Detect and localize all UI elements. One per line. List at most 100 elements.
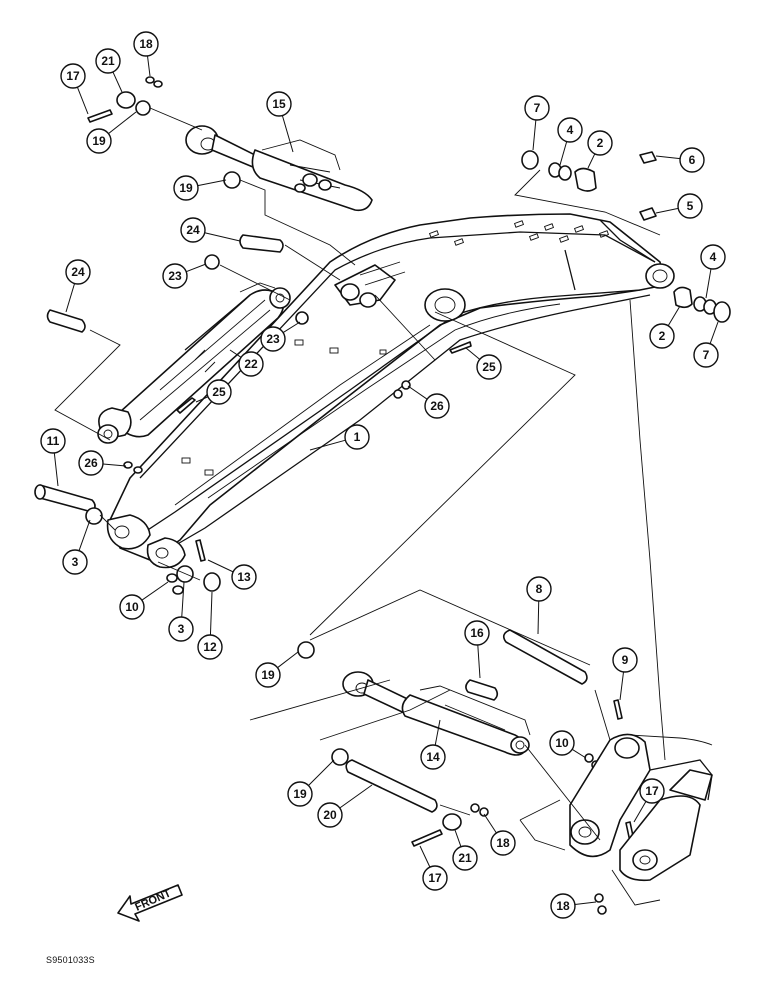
callout-circle — [677, 193, 703, 219]
callout-label: 7 — [534, 101, 541, 115]
callout-21-bottom: 21 — [452, 829, 478, 871]
callout-4-right: 4 — [700, 244, 726, 299]
callout-leader — [229, 349, 242, 358]
callout-9: 9 — [612, 647, 638, 701]
callout-circle — [557, 117, 583, 143]
callout-10-left: 10 — [119, 581, 169, 620]
callout-circle — [206, 379, 232, 405]
callout-13: 13 — [207, 559, 257, 590]
callout-leader — [537, 600, 540, 635]
callout-circle — [550, 893, 576, 919]
callout-25-mid: 25 — [465, 347, 502, 380]
callout-14: 14 — [420, 719, 446, 770]
callout-circle — [452, 845, 478, 871]
callout-17-bottom: 17 — [419, 845, 448, 891]
callout-3-left: 3 — [62, 519, 91, 575]
callout-label: 3 — [178, 622, 185, 636]
callout-19-lower: 19 — [255, 651, 299, 688]
callout-circle — [317, 802, 343, 828]
callout-leader — [655, 207, 679, 214]
callout-circle — [65, 259, 91, 285]
callout-3-bottom: 3 — [168, 581, 194, 642]
callout-circle — [78, 450, 104, 476]
callout-label: 16 — [470, 626, 484, 640]
callout-19-mid: 19 — [173, 175, 227, 201]
callout-17-top: 17 — [60, 63, 89, 115]
callout-leader — [78, 519, 91, 551]
callout-20: 20 — [317, 784, 373, 828]
callout-leader — [141, 581, 169, 601]
callout-2-top: 2 — [587, 130, 613, 169]
cylinder-14 — [342, 671, 531, 756]
callout-leader — [108, 111, 137, 134]
callout-label: 23 — [266, 332, 280, 346]
callout-label: 14 — [426, 750, 440, 764]
callout-leader — [633, 801, 647, 823]
callout-circle — [693, 342, 719, 368]
callout-circle — [422, 865, 448, 891]
callout-circle — [260, 326, 286, 352]
callout-circle — [679, 147, 705, 173]
cylinder-22 — [97, 282, 291, 444]
front-arrow: FRONT — [117, 884, 183, 922]
callout-leader — [339, 784, 373, 809]
callout-leader — [102, 463, 127, 467]
callout-circle — [526, 576, 552, 602]
callout-label: 25 — [482, 360, 496, 374]
callout-circle — [180, 217, 206, 243]
callout-leader — [667, 305, 681, 326]
callout-label: 10 — [125, 600, 139, 614]
callout-circle — [266, 91, 292, 117]
callout-circle — [60, 63, 86, 89]
callout-label: 24 — [186, 223, 200, 237]
callout-24-mid: 24 — [180, 217, 241, 243]
callout-leader — [181, 581, 185, 618]
callout-23-b: 23 — [260, 321, 301, 352]
callout-circle — [420, 744, 446, 770]
small-parts — [34, 76, 731, 915]
callout-label: 4 — [567, 123, 574, 137]
callout-circle — [40, 428, 66, 454]
boom — [106, 213, 675, 569]
callout-label: 19 — [92, 134, 106, 148]
callout-10-right: 10 — [549, 730, 587, 759]
callout-leader — [483, 813, 497, 834]
callout-19-top: 19 — [86, 111, 137, 154]
callout-leader — [308, 759, 335, 786]
callout-label: 17 — [66, 69, 80, 83]
callout-leader — [112, 71, 123, 93]
front-label: FRONT — [133, 887, 173, 913]
callout-circle — [424, 393, 450, 419]
callout-label: 21 — [458, 851, 472, 865]
callout-21-top: 21 — [95, 48, 123, 93]
callout-leader — [65, 283, 76, 313]
callout-18-mid: 18 — [483, 813, 516, 856]
callout-circle — [700, 244, 726, 270]
callout-leader — [571, 748, 587, 759]
callout-circle — [464, 620, 490, 646]
callout-label: 26 — [430, 399, 444, 413]
callout-label: 18 — [496, 836, 510, 850]
callout-leader — [465, 347, 481, 360]
callout-18-bottom: 18 — [550, 893, 597, 919]
callout-leader — [186, 263, 207, 273]
callout-leader — [204, 232, 241, 242]
callout-label: 3 — [72, 555, 79, 569]
cylinder-15 — [185, 125, 373, 212]
callout-label: 6 — [689, 153, 696, 167]
callout-6: 6 — [655, 147, 705, 173]
callout-leader — [655, 155, 681, 160]
callout-leader — [619, 671, 625, 701]
callout-circle — [476, 354, 502, 380]
callout-8: 8 — [526, 576, 552, 635]
callout-label: 19 — [261, 668, 275, 682]
callout-circle — [197, 634, 223, 660]
callout-5: 5 — [655, 193, 703, 219]
callout-circle — [238, 351, 264, 377]
callout-12: 12 — [197, 591, 223, 660]
callout-leader — [53, 452, 59, 487]
callout-label: 20 — [323, 808, 337, 822]
callout-leader — [454, 829, 462, 847]
callout-label: 15 — [272, 97, 286, 111]
